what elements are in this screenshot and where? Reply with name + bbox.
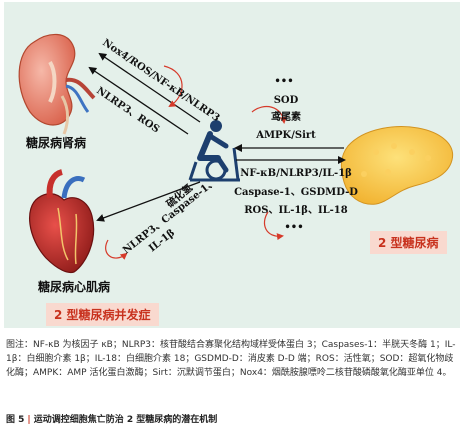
label-to-kidney-top: Nox4/ROS/NF-κB/NLRP3 (100, 37, 221, 124)
label-down-2: Caspase-1、GSDMD-D (234, 187, 358, 198)
cyclist-icon (188, 120, 240, 182)
label-up-2: 鸢尾素 (271, 110, 301, 123)
title-separator: | (27, 415, 31, 425)
curve-arrow-down (263, 211, 284, 241)
heart-icon (29, 169, 95, 274)
arrow-to-kidney-top (98, 52, 201, 123)
figure-panel: Nox4/ROS/NF-κB/NLRP3 NLRP3、ROS 硫化氢 NLRP3… (4, 2, 460, 328)
arrow-to-kidney-bottom (88, 66, 189, 135)
pancreas-icon (340, 126, 454, 205)
curve-arrow-heart-down (105, 239, 128, 260)
label-up-3: AMPK/Sirt (255, 130, 316, 141)
arrow-to-heart (96, 181, 201, 222)
figure-title: 图 5|运动调控细胞焦亡防治 2 型糖尿病的潜在机制 (6, 412, 217, 425)
diagram-canvas: Nox4/ROS/NF-κB/NLRP3 NLRP3、ROS 硫化氢 NLRP3… (18, 33, 454, 274)
complications-tag: 2 型糖尿病并发症 (46, 303, 159, 326)
label-down-1: NF-κB/NLRP3/IL-1β (240, 168, 352, 179)
pancreas-tag: 2 型糖尿病 (370, 231, 447, 254)
figure-title-text: 运动调控细胞焦亡防治 2 型糖尿病的潜在机制 (33, 415, 218, 425)
label-up-1: SOD (274, 95, 299, 106)
figure-number: 图 5 (6, 415, 25, 425)
label-down-dots: ••• (284, 222, 303, 233)
heart-label: 糖尿病心肌病 (38, 280, 111, 294)
label-down-3: ROS、IL-1β、IL-18 (244, 205, 348, 216)
figure-caption: 图注：NF-κB 为核因子 κB；NLRP3：核苷酸结合寡聚化结构域样受体蛋白 … (6, 338, 458, 380)
kidney-label: 糖尿病肾病 (26, 136, 87, 150)
label-up-dots: ••• (274, 76, 293, 87)
curve-arrow-up (251, 105, 287, 124)
curve-arrow-kidney-down (163, 65, 183, 108)
kidney-icon (18, 33, 96, 135)
abbreviations-note: 图注：NF-κB 为核因子 κB；NLRP3：核苷酸结合寡聚化结构域样受体蛋白 … (6, 340, 456, 378)
label-to-heart: NLRP3、Caspase-1、 (121, 177, 219, 257)
